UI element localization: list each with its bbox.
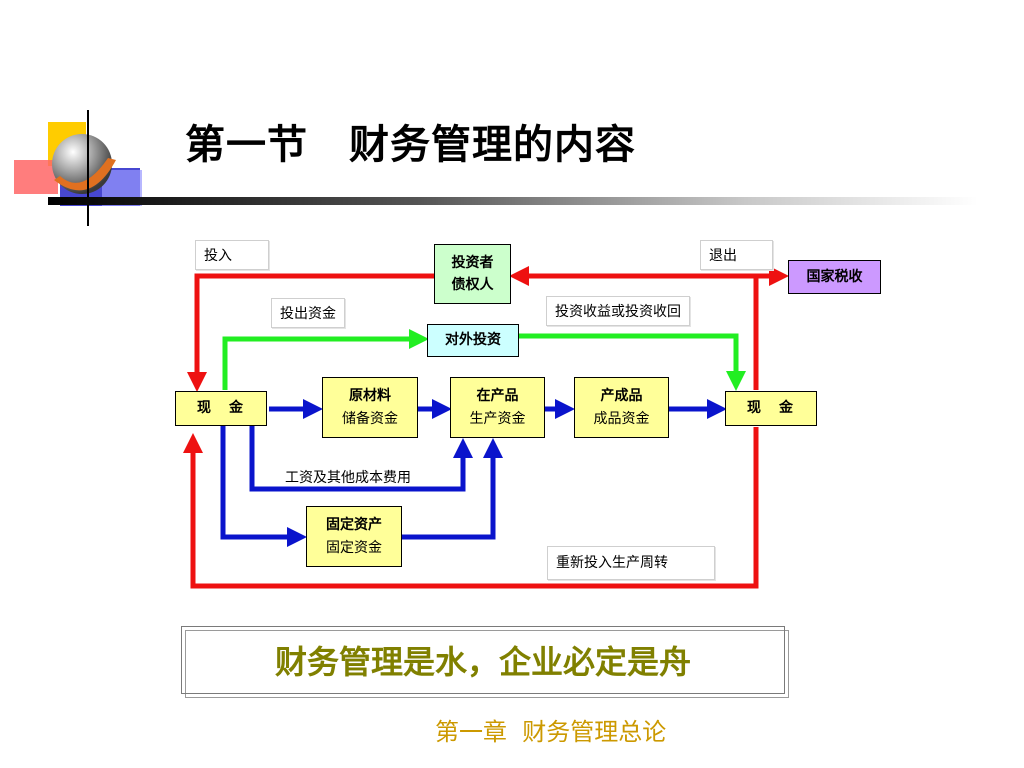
- node-finished-goods-line2: 成品资金: [593, 410, 650, 427]
- slogan-text: 财务管理是水，企业必定是舟: [274, 643, 691, 681]
- node-external-investment: 对外投资: [427, 324, 519, 357]
- flow-withdraw: [509, 266, 759, 390]
- label-invest-returns: 投资收益或投资收回: [546, 296, 690, 326]
- flow-invest-returns: [519, 333, 746, 391]
- title-divider: [48, 197, 978, 205]
- node-cash-right-char1: 现: [747, 400, 763, 417]
- node-cash-left: 现 金: [175, 391, 267, 426]
- node-raw-materials-line1: 原材料: [349, 388, 391, 405]
- node-cash-left-char1: 现: [197, 400, 213, 417]
- node-national-tax: 国家税收: [788, 260, 881, 294]
- label-invest-out-funds: 投出资金: [271, 298, 345, 328]
- node-wip-line2: 生产资金: [469, 410, 526, 427]
- node-fixed-assets: 固定资产 固定资金: [306, 506, 402, 567]
- node-national-tax-label: 国家税收: [806, 268, 863, 285]
- node-cash-right: 现 金: [725, 391, 817, 426]
- flow-reinvest: [183, 427, 759, 589]
- node-raw-materials-line2: 储备资金: [342, 410, 398, 427]
- node-fixed-assets-line2: 固定资金: [326, 539, 382, 556]
- slogan-box: [181, 626, 785, 694]
- slogan-box-shadow: [185, 630, 789, 698]
- node-external-investment-label: 对外投资: [445, 332, 501, 349]
- logo-red-square: [14, 160, 58, 194]
- label-wages-costs: 工资及其他成本费用: [285, 470, 411, 486]
- node-wip: 在产品 生产资金: [450, 377, 545, 438]
- flow-wages-costs: [249, 426, 473, 492]
- flow-cash-to-fixed: [220, 426, 307, 547]
- node-investors-line2: 债权人: [451, 277, 494, 293]
- page-title: 第一节 财务管理的内容: [185, 122, 636, 168]
- node-finished-goods-line1: 产成品: [600, 388, 643, 405]
- label-reinvest: 重新投入生产周转: [547, 546, 715, 580]
- node-wip-line1: 在产品: [476, 388, 519, 405]
- node-investors: 投资者 债权人: [434, 244, 511, 304]
- flow-invest-in: [187, 273, 434, 392]
- label-invest-in: 投入: [195, 240, 269, 270]
- label-withdraw: 退出: [700, 240, 773, 270]
- node-fixed-assets-line1: 固定资产: [326, 517, 382, 534]
- node-raw-materials: 原材料 储备资金: [322, 377, 418, 438]
- node-investors-line1: 投资者: [451, 254, 494, 271]
- node-finished-goods: 产成品 成品资金: [574, 377, 669, 438]
- node-cash-right-char2: 金: [779, 400, 795, 417]
- flow-fixed-to-wip: [402, 438, 503, 540]
- logo-swoosh: [54, 158, 116, 191]
- flow-invest-out: [222, 329, 429, 390]
- logo-graphic: [14, 110, 142, 226]
- chapter-footer: 第一章 财务管理总论: [435, 718, 667, 746]
- node-cash-left-char2: 金: [229, 400, 245, 417]
